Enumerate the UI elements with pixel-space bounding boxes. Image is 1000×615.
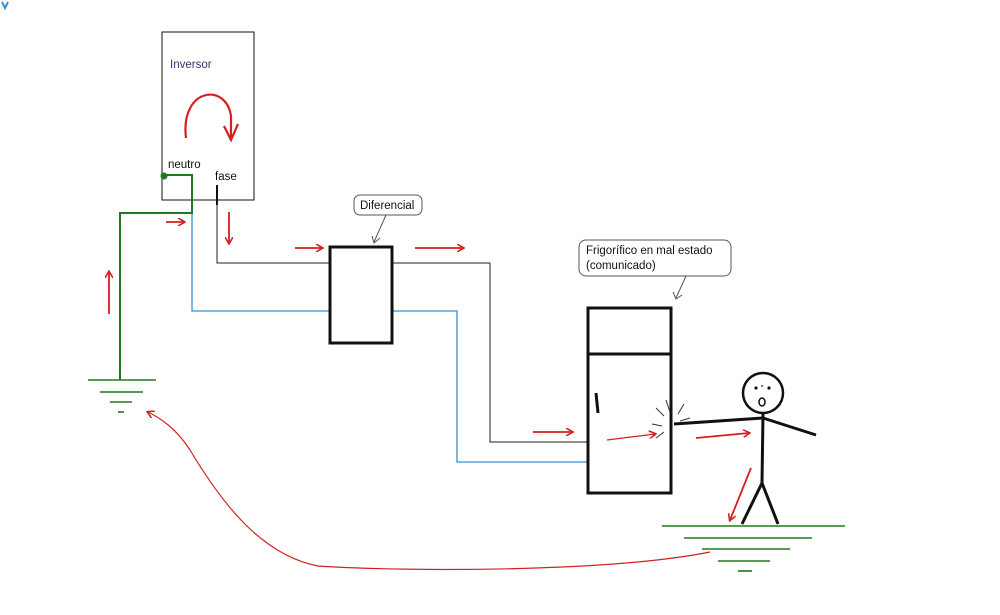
phase-label: fase bbox=[215, 171, 237, 183]
inverter-box bbox=[161, 31, 255, 201]
neutral-earth-junction bbox=[160, 172, 168, 180]
fridge-handle bbox=[594, 392, 600, 414]
inverter-label: Inversor bbox=[170, 59, 212, 71]
differential-label: Diferencial bbox=[360, 200, 414, 212]
person-leg-right bbox=[760, 482, 780, 525]
person-arm-left bbox=[673, 416, 764, 426]
person bbox=[673, 371, 817, 525]
arrow-fridge-to-person bbox=[606, 434, 655, 441]
person-body bbox=[760, 412, 765, 484]
phase-wire bbox=[216, 185, 330, 264]
person-leg-left bbox=[740, 482, 764, 525]
ground-symbol-left bbox=[88, 379, 156, 413]
fridge-body bbox=[586, 306, 673, 495]
neutral-label: neutro bbox=[168, 159, 201, 171]
ground-symbol-right bbox=[662, 525, 845, 572]
differential-callout: Diferencial bbox=[353, 194, 423, 244]
rotation-arrow-head bbox=[223, 123, 240, 143]
corner-mark bbox=[1, 1, 9, 11]
neutral-wire-out bbox=[392, 310, 588, 463]
phase-wire-out bbox=[392, 262, 588, 443]
person-arm-right bbox=[762, 416, 817, 437]
earth-wire bbox=[119, 174, 193, 380]
arrow-along-arm bbox=[695, 433, 749, 439]
arrow-down-body bbox=[730, 467, 752, 520]
fridge-label-line1: Frigorífico en mal estado bbox=[586, 245, 713, 257]
fridge bbox=[586, 306, 673, 495]
neutral-wire bbox=[191, 175, 330, 312]
rotation-arrow bbox=[184, 93, 233, 139]
return-path-arrow bbox=[148, 412, 711, 571]
fridge-callout: Frigorífico en mal estado (comunicado) bbox=[578, 239, 732, 300]
inverter: Inversor neutro fase bbox=[161, 31, 255, 201]
fridge-label-line2: (comunicado) bbox=[586, 260, 656, 272]
differential-breaker bbox=[328, 245, 394, 345]
person-head bbox=[741, 371, 785, 415]
current-arrows bbox=[109, 212, 752, 571]
person-face bbox=[754, 385, 771, 407]
